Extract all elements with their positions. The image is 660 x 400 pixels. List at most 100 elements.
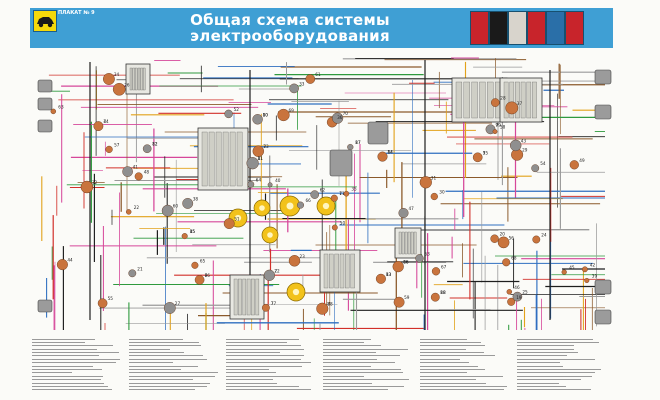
component-icon [561, 269, 567, 275]
component-number-label: 81 [258, 156, 264, 161]
component-icon [246, 157, 259, 170]
component-icon [142, 144, 152, 153]
component-icon [330, 194, 338, 202]
component-icon [531, 164, 540, 173]
component-icon [332, 112, 344, 124]
book-cover-image [546, 11, 565, 45]
fuse [233, 278, 238, 316]
component-icon [569, 160, 579, 170]
device-icon [37, 119, 53, 133]
legend-entry [129, 385, 229, 388]
legend-entry [32, 375, 132, 378]
legend-column [32, 338, 132, 392]
legend-entry [226, 382, 326, 385]
component-number-label: 64 [256, 177, 262, 182]
gauge-center [322, 202, 330, 210]
component-number-label: 50 [340, 221, 346, 226]
legend-entry [32, 372, 132, 375]
component-icon [122, 166, 133, 177]
component-number-label: 69 [289, 108, 295, 113]
legend-entry [32, 355, 132, 358]
fuse [398, 231, 402, 255]
legend-entry [129, 338, 229, 341]
component-icon [181, 233, 188, 240]
component-icon [502, 258, 511, 267]
component-number-label: 14 [388, 150, 394, 155]
component-number-label: 79 [496, 122, 502, 127]
fuse [401, 231, 405, 255]
legend-entry [129, 372, 229, 375]
component-number-label: 80 [263, 112, 269, 117]
component-icon [472, 152, 483, 163]
fuse [222, 131, 229, 187]
legend-entry [323, 362, 423, 365]
legend-entry [323, 352, 423, 355]
component-icon [584, 277, 590, 283]
legend-entry [226, 385, 326, 388]
component-number-label: 75 [483, 150, 489, 155]
component-number-label: 13 [386, 272, 392, 277]
poster-title-line1: Общая схема системы [190, 11, 390, 29]
device-icon [594, 104, 612, 120]
component-number-label: 3 [263, 144, 266, 149]
legend-entry [32, 345, 132, 348]
component-number-label: 88 [440, 290, 446, 295]
component-icon [105, 145, 113, 154]
fuse [229, 131, 236, 187]
component-icon [191, 261, 199, 269]
component-number-label: 57 [114, 142, 120, 147]
fuse [246, 278, 251, 316]
component-number-label: 32 [92, 180, 98, 185]
component-icon [582, 266, 588, 273]
book-cover-image [565, 11, 584, 45]
component-number-label: 55 [108, 296, 114, 301]
component-icon [492, 129, 498, 135]
gauge-center [259, 205, 265, 211]
fuse [255, 278, 260, 316]
legend-entry [323, 355, 423, 358]
legend-entry [517, 385, 617, 388]
component-number-label: 33 [299, 81, 305, 86]
device-icon [37, 299, 53, 313]
fuse [129, 67, 133, 91]
legend-entry [32, 338, 132, 341]
component-icon [497, 236, 510, 249]
component-icon [316, 302, 329, 315]
component-number-label: 1 [339, 191, 342, 196]
book-cover-image [508, 11, 527, 45]
legend-entry [226, 338, 326, 341]
legend-entry [323, 382, 423, 385]
component-number-label: 31 [431, 175, 437, 180]
legend-entry [32, 362, 132, 365]
legend-entry [323, 345, 423, 348]
legend-column [226, 338, 326, 392]
legend-entry [420, 389, 520, 392]
component-number-label: 34 [114, 72, 120, 77]
legend-entry [226, 362, 326, 365]
legend-entry [517, 369, 617, 372]
legend-column [129, 338, 229, 392]
component-icon [377, 151, 388, 162]
legend-entry [420, 375, 520, 378]
component-number-label: 58 [500, 125, 506, 130]
component-icon [305, 74, 316, 84]
component-number-label: 5 [483, 150, 486, 155]
component-number-label: 74 [103, 119, 109, 124]
component-number-label: 4 [103, 119, 106, 124]
component-icon [80, 180, 94, 194]
component-number-label: 8 [327, 302, 330, 307]
component-icon [393, 296, 405, 308]
component-number-label: 44 [67, 258, 73, 263]
component-icon [93, 121, 104, 132]
legend-entry [517, 365, 617, 368]
component-number-label: 25 [522, 290, 528, 295]
component-number-label: 22 [134, 205, 140, 210]
legend-entry [32, 341, 132, 344]
legend-entry [32, 382, 132, 385]
fuse [404, 231, 408, 255]
component-number-label: 16 [403, 260, 409, 265]
fuse [471, 81, 478, 119]
component-icon [224, 109, 233, 119]
legend-entry [420, 355, 520, 358]
